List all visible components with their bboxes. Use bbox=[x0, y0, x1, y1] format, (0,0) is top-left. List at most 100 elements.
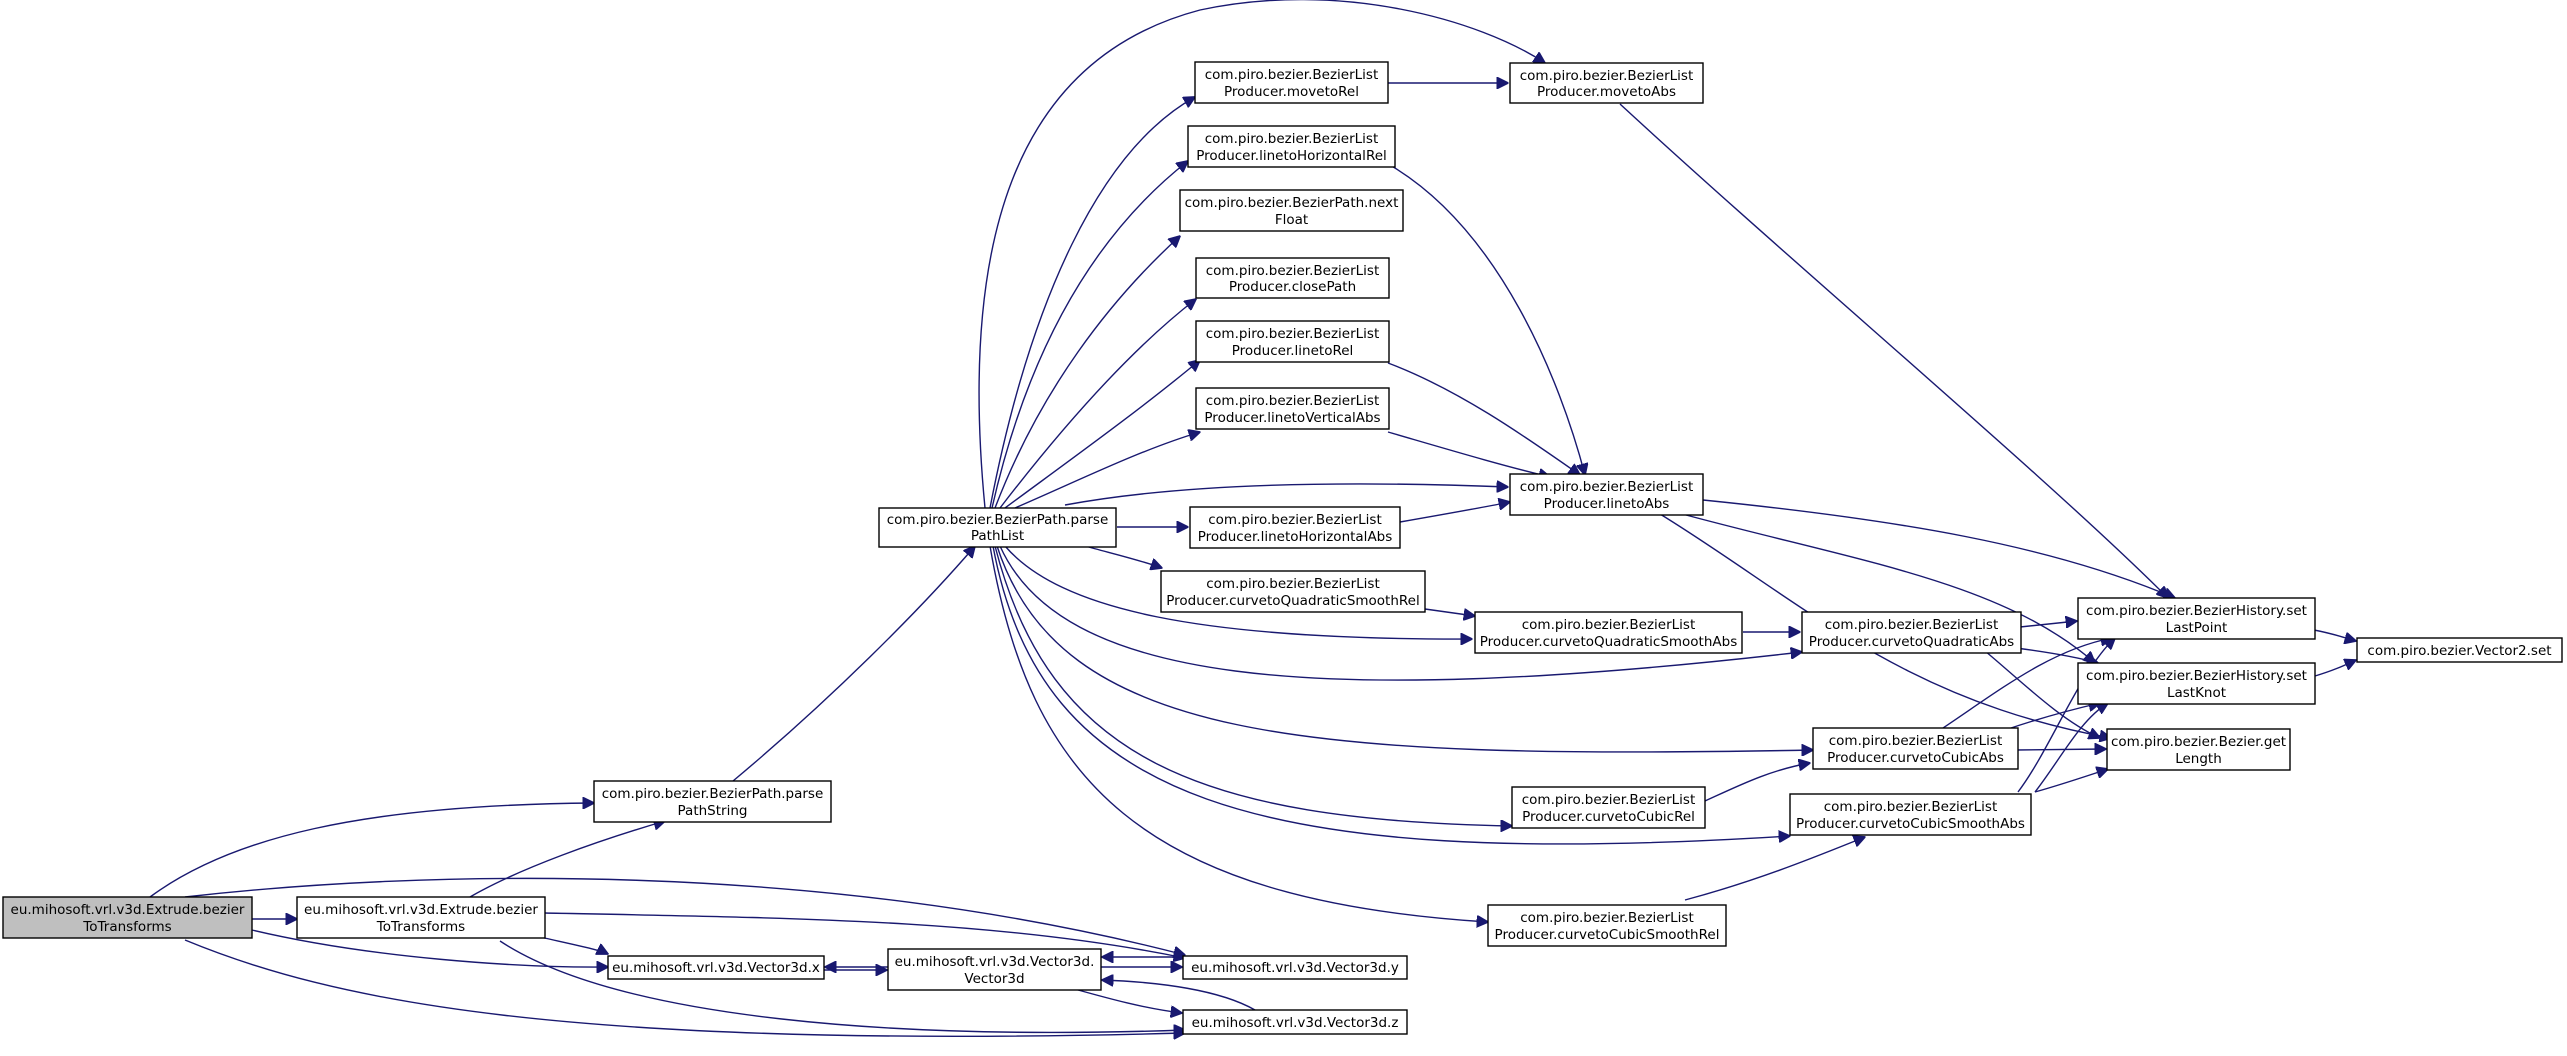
node-label-line-1: eu.mihosoft.vrl.v3d.Extrude.bezier bbox=[11, 902, 245, 918]
node-label-line-2: LastKnot bbox=[2167, 685, 2226, 701]
node-label-line-1: com.piro.bezier.BezierList bbox=[1522, 792, 1696, 808]
edge-labs-to-slp bbox=[1702, 499, 2175, 598]
edge-cca-to-gl bbox=[2015, 749, 2106, 750]
node-linetohorizontalrel[interactable]: com.piro.bezier.BezierList Producer.line… bbox=[1187, 125, 1396, 168]
edge-ccsr-to-ccsa bbox=[1684, 837, 1865, 901]
node-label-line-1: com.piro.bezier.BezierPath.next bbox=[1185, 195, 1399, 211]
edge-ppl-to-cqsa bbox=[1004, 545, 1472, 639]
edge-ppl-to-labs bbox=[1064, 484, 1508, 506]
edge-slp-to-v2s bbox=[2313, 629, 2356, 641]
node-bezierhistory-setlastpoint[interactable]: com.piro.bezier.BezierHistory.set LastPo… bbox=[2077, 597, 2316, 640]
node-label-line-1: com.piro.bezier.BezierList bbox=[1206, 393, 1380, 409]
node-curvetocubicsmoothrel[interactable]: com.piro.bezier.BezierList Producer.curv… bbox=[1487, 904, 1727, 947]
node-label-line-1: com.piro.bezier.BezierList bbox=[1520, 68, 1694, 84]
node-bezierpath-parsepathstring[interactable]: com.piro.bezier.BezierPath.parse PathStr… bbox=[593, 780, 832, 823]
node-bezier-getlength[interactable]: com.piro.bezier.Bezier.get Length bbox=[2106, 728, 2291, 771]
node-label-line-2: Producer.curvetoQuadraticAbs bbox=[1809, 634, 2014, 650]
node-curvetoquadraticsmoothabs[interactable]: com.piro.bezier.BezierList Producer.curv… bbox=[1474, 611, 1743, 654]
node-vector2-set[interactable]: com.piro.bezier.Vector2.set bbox=[2356, 637, 2563, 663]
node-label-line-1: com.piro.bezier.BezierList bbox=[1205, 131, 1379, 147]
edge-cca-to-slp bbox=[1939, 638, 2112, 731]
edge-ppl-to-ccr bbox=[994, 545, 1512, 826]
node-label-line-1: com.piro.bezier.Bezier.get bbox=[2111, 734, 2286, 750]
edge-ppl-to-mrel bbox=[989, 97, 1195, 509]
node-vector3d-constructor[interactable]: eu.mihosoft.vrl.v3d.Vector3d. Vector3d bbox=[887, 948, 1102, 991]
node-label-line-2: Producer.linetoAbs bbox=[1544, 496, 1670, 512]
edge-root-to-vx bbox=[251, 929, 608, 967]
node-curvetoquadraticsmoothrel[interactable]: com.piro.bezier.BezierList Producer.curv… bbox=[1160, 570, 1426, 613]
node-label-line-2: LastPoint bbox=[2166, 620, 2228, 636]
node-label-line-2: Length bbox=[2175, 751, 2222, 767]
node-label-line-1: com.piro.bezier.BezierList bbox=[1206, 263, 1380, 279]
edge-ccsa-to-slp bbox=[2017, 638, 2115, 793]
node-label-line-2: Producer.movetoAbs bbox=[1537, 84, 1676, 100]
edge-ccsa-to-gl bbox=[2034, 769, 2108, 793]
edge-root-to-vy bbox=[184, 877, 1185, 955]
node-linetohorizontalabs[interactable]: com.piro.bezier.BezierList Producer.line… bbox=[1189, 506, 1401, 549]
node-extrude-beziertotransforms-root[interactable]: eu.mihosoft.vrl.v3d.Extrude.bezier ToTra… bbox=[2, 896, 253, 939]
node-extrude-beziertotransforms[interactable]: eu.mihosoft.vrl.v3d.Extrude.bezier ToTra… bbox=[296, 896, 546, 939]
node-bezierpath-nextfloat[interactable]: com.piro.bezier.BezierPath.next Float bbox=[1179, 189, 1404, 232]
edge-bt-to-pps bbox=[469, 821, 665, 898]
node-label-line-2: Producer.linetoRel bbox=[1232, 343, 1354, 359]
edge-ppl-to-cqsr bbox=[1084, 545, 1162, 568]
edge-cca-to-slk bbox=[2004, 703, 2100, 731]
edge-ppl-to-cca bbox=[996, 545, 1813, 752]
node-label-line-1: eu.mihosoft.vrl.v3d.Vector3d. bbox=[895, 954, 1095, 970]
node-bezierhistory-setlastknot[interactable]: com.piro.bezier.BezierHistory.set LastKn… bbox=[2077, 662, 2316, 705]
node-curvetocubicabs[interactable]: com.piro.bezier.BezierList Producer.curv… bbox=[1812, 727, 2019, 770]
node-closepath[interactable]: com.piro.bezier.BezierList Producer.clos… bbox=[1195, 257, 1390, 299]
node-label-line-1: eu.mihosoft.vrl.v3d.Vector3d.x bbox=[612, 960, 820, 976]
node-label-line-1: com.piro.bezier.BezierList bbox=[1206, 326, 1380, 342]
node-curvetocubicsmoothabs[interactable]: com.piro.bezier.BezierList Producer.curv… bbox=[1789, 793, 2032, 836]
edge-cqa-to-gl bbox=[1984, 650, 2100, 738]
node-movetorel[interactable]: com.piro.bezier.BezierList Producer.move… bbox=[1194, 61, 1389, 104]
node-label-line-2: Producer.linetoHorizontalAbs bbox=[1198, 529, 1393, 545]
node-label-line-2: Producer.curvetoCubicSmoothRel bbox=[1495, 927, 1720, 943]
node-vector3d-y[interactable]: eu.mihosoft.vrl.v3d.Vector3d.y bbox=[1182, 955, 1408, 980]
edge-cqsr-to-cqsa bbox=[1424, 608, 1475, 616]
edge-ppl-to-mabs bbox=[978, 0, 1545, 509]
edge-bt-to-vx bbox=[539, 936, 608, 954]
node-curvetocubicrel[interactable]: com.piro.bezier.BezierList Producer.curv… bbox=[1511, 786, 1706, 829]
node-label-line-2: Producer.linetoHorizontalRel bbox=[1196, 148, 1387, 164]
edge-vz-to-vc bbox=[1102, 980, 1256, 1011]
edge-root-to-pps bbox=[149, 803, 594, 898]
node-vector3d-x[interactable]: eu.mihosoft.vrl.v3d.Vector3d.x bbox=[607, 955, 825, 980]
node-label-line-2: PathString bbox=[678, 803, 748, 819]
edge-ppl-to-nf bbox=[994, 236, 1180, 509]
node-label-line-1: com.piro.bezier.BezierList bbox=[1825, 617, 1999, 633]
node-label-line-1: com.piro.bezier.BezierList bbox=[1824, 799, 1998, 815]
edge-pps-to-ppl bbox=[732, 546, 975, 782]
edge-ppl-to-lva bbox=[1014, 432, 1200, 509]
node-label-line-2: Producer.linetoVerticalAbs bbox=[1204, 410, 1380, 426]
node-bezierpath-parsepathlist[interactable]: com.piro.bezier.BezierPath.parse PathLis… bbox=[878, 507, 1117, 548]
edges bbox=[149, 0, 2356, 1036]
node-linetoverticalabs[interactable]: com.piro.bezier.BezierList Producer.line… bbox=[1195, 387, 1390, 430]
node-label-line-2: ToTransforms bbox=[376, 919, 465, 935]
edge-ppl-to-ccsr bbox=[989, 545, 1488, 922]
node-label-line-2: PathList bbox=[971, 528, 1024, 544]
node-movetoabs[interactable]: com.piro.bezier.BezierList Producer.move… bbox=[1509, 62, 1704, 104]
node-curvetoquadraticabs[interactable]: com.piro.bezier.BezierList Producer.curv… bbox=[1801, 611, 2022, 654]
node-label-line-2: Producer.curvetoQuadraticSmoothAbs bbox=[1480, 634, 1738, 650]
node-label-line-2: ToTransforms bbox=[82, 919, 171, 935]
node-label-line-1: com.piro.bezier.BezierList bbox=[1206, 576, 1380, 592]
node-label-line-2: Producer.curvetoQuadraticSmoothRel bbox=[1166, 593, 1419, 609]
node-label-line-1: com.piro.bezier.BezierPath.parse bbox=[602, 786, 824, 802]
edge-ppl-to-lhr bbox=[991, 161, 1188, 509]
node-label-line-2: Producer.curvetoCubicRel bbox=[1522, 809, 1695, 825]
edge-ccr-to-cca bbox=[1704, 763, 1810, 802]
edge-ppl-to-ccsa bbox=[992, 545, 1790, 845]
node-label-line-1: com.piro.bezier.BezierList bbox=[1205, 67, 1379, 83]
node-vector3d-z[interactable]: eu.mihosoft.vrl.v3d.Vector3d.z bbox=[1182, 1009, 1408, 1035]
node-label-line-1: com.piro.bezier.BezierList bbox=[1522, 617, 1696, 633]
node-label-line-2: Producer.movetoRel bbox=[1224, 84, 1359, 100]
node-linetoabs[interactable]: com.piro.bezier.BezierList Producer.line… bbox=[1509, 473, 1704, 516]
node-linetorel[interactable]: com.piro.bezier.BezierList Producer.line… bbox=[1195, 320, 1390, 363]
edge-lva-to-labs bbox=[1387, 431, 1550, 477]
nodes: eu.mihosoft.vrl.v3d.Extrude.bezier ToTra… bbox=[2, 61, 2563, 1035]
edge-ppl-to-lrel bbox=[1004, 360, 1200, 509]
node-label-line-1: com.piro.bezier.Vector2.set bbox=[2367, 643, 2551, 659]
edge-lrel-to-labs bbox=[1387, 362, 1580, 475]
